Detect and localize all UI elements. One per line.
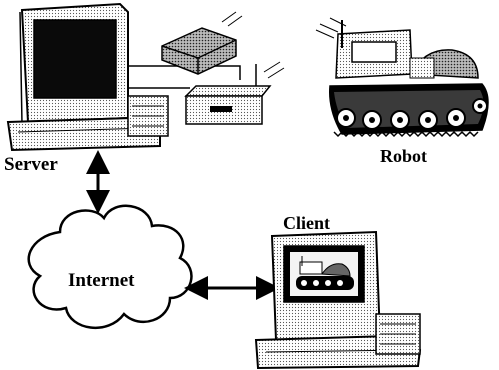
server-computer-icon xyxy=(6,2,241,152)
tracked-robot-icon xyxy=(315,17,489,138)
internet-label: Internet xyxy=(68,270,135,291)
server-label: Server xyxy=(4,154,58,175)
client-computer-icon xyxy=(254,230,422,370)
wireless-router-icon xyxy=(184,61,285,125)
client-label: Client xyxy=(283,213,330,233)
robot-label: Robot xyxy=(380,146,427,166)
modem-icon xyxy=(161,11,243,75)
cloud-icon: Internet xyxy=(27,204,193,329)
